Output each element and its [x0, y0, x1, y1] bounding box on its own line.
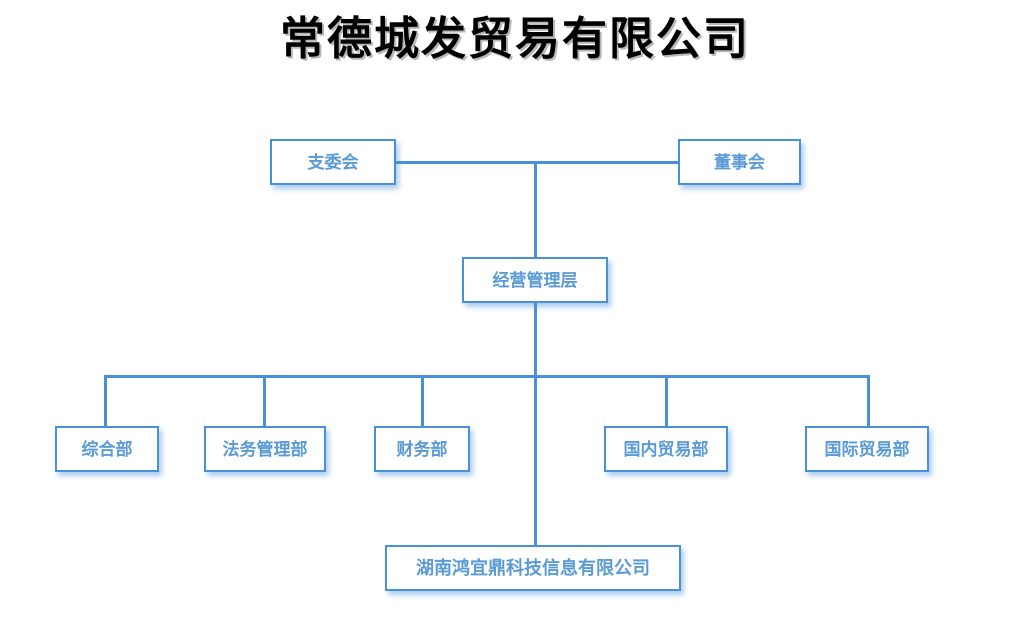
node-party-committee[interactable]: 支委会: [270, 139, 396, 185]
connector-management-to-bus: [534, 302, 537, 378]
node-international-trade[interactable]: 国际贸易部: [805, 426, 929, 472]
connector-department-bus: [104, 375, 870, 378]
node-domestic-trade-label: 国内贸易部: [623, 439, 709, 459]
node-subsidiary-label: 湖南鸿宜鼎科技信息有限公司: [416, 558, 650, 578]
connector-bus-to-finance: [421, 375, 424, 427]
connector-party-to-board: [395, 161, 679, 164]
node-finance-label: 财务部: [396, 439, 448, 459]
connector-bus-to-subsidiary: [534, 375, 537, 545]
node-board-of-directors-label: 董事会: [714, 152, 765, 172]
connector-bus-to-general-affairs: [104, 375, 107, 427]
node-legal-affairs-label: 法务管理部: [222, 439, 308, 459]
node-subsidiary[interactable]: 湖南鸿宜鼎科技信息有限公司: [385, 545, 681, 591]
node-party-committee-label: 支委会: [307, 152, 359, 172]
connector-bus-to-legal-affairs: [263, 375, 266, 427]
node-board-of-directors[interactable]: 董事会: [678, 139, 801, 185]
node-management[interactable]: 经营管理层: [462, 257, 608, 303]
connector-bus-to-domestic-trade: [665, 375, 668, 427]
node-general-affairs-label: 综合部: [81, 439, 133, 459]
node-legal-affairs[interactable]: 法务管理部: [204, 426, 326, 472]
node-finance[interactable]: 财务部: [374, 426, 470, 472]
connector-bus-to-international-trade: [867, 375, 870, 427]
connector-board-to-management: [534, 161, 537, 258]
page-title: 常德城发贸易有限公司: [279, 14, 750, 64]
node-management-label: 经营管理层: [492, 270, 578, 290]
node-general-affairs[interactable]: 综合部: [55, 426, 159, 472]
node-domestic-trade[interactable]: 国内贸易部: [604, 426, 728, 472]
node-international-trade-label: 国际贸易部: [824, 439, 910, 459]
